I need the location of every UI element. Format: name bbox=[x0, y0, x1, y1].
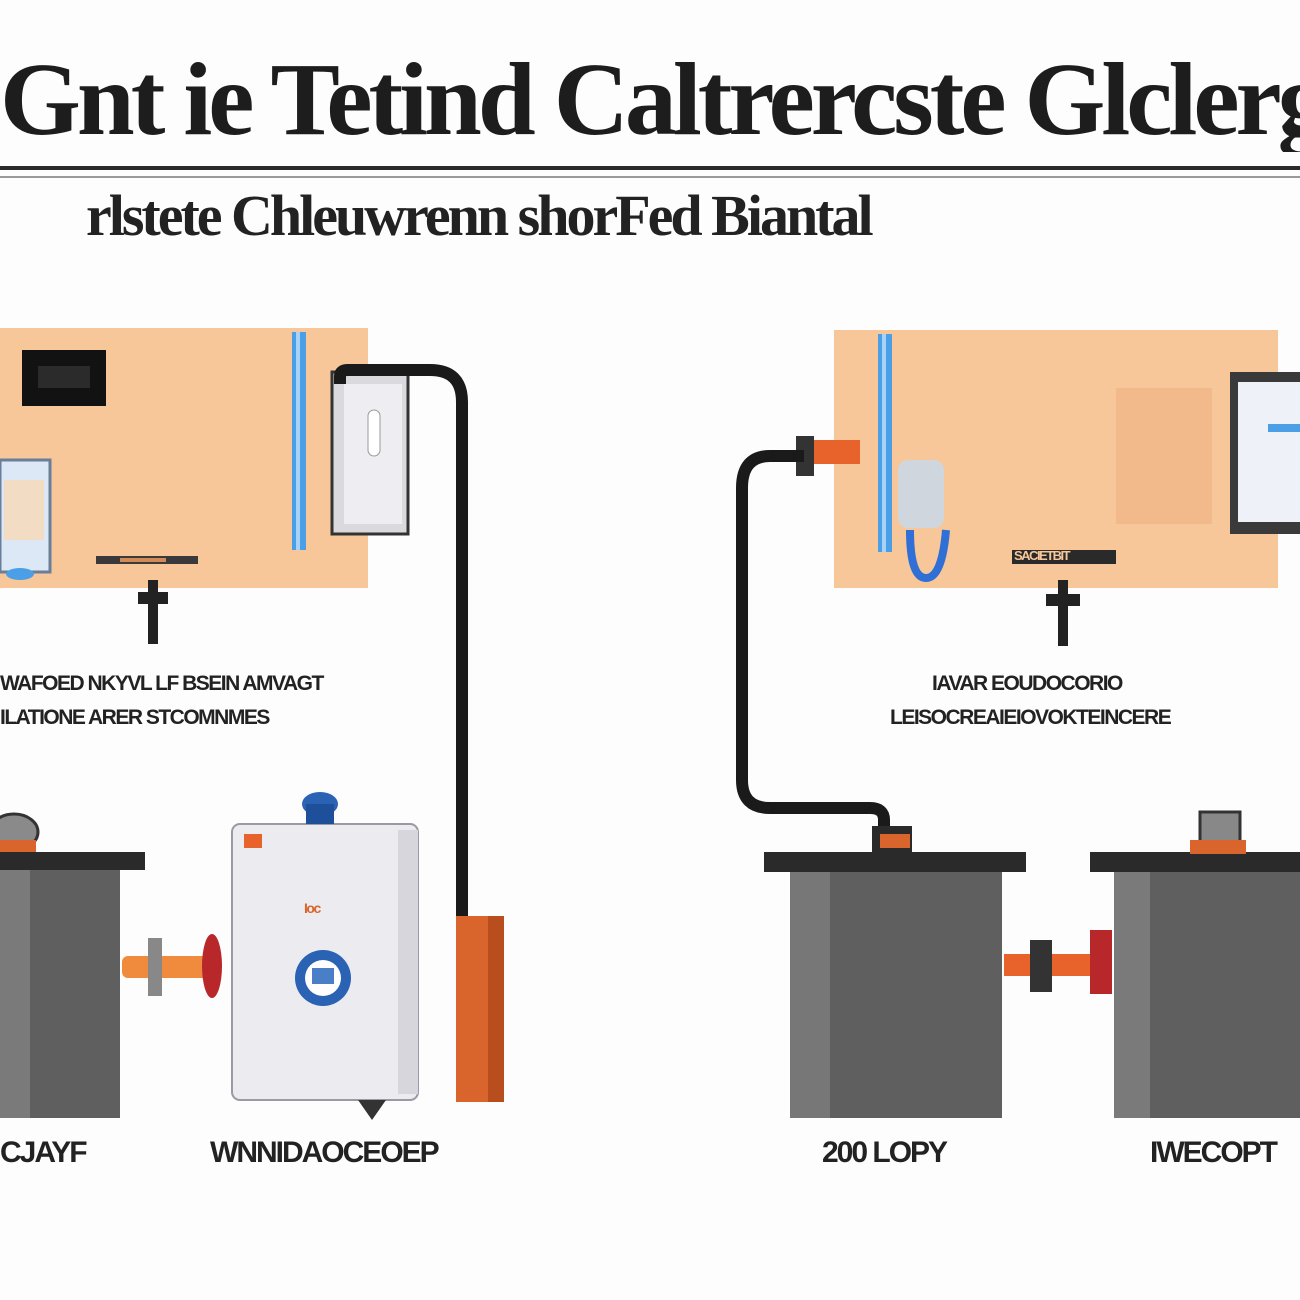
power-plug-icon bbox=[148, 580, 158, 644]
left-caption-line1: WAFOED NKYVL LF BSEIN AMVAGT bbox=[0, 672, 324, 695]
page-subtitle: rlstete Chleuwrenn shorFed Biantal bbox=[86, 183, 874, 248]
right-caption-line2: LEISOCREAIEIOVOKTEINCERE bbox=[890, 706, 1172, 729]
pump-loop-icon bbox=[906, 529, 950, 583]
left-dark-pipe bbox=[334, 364, 468, 930]
heater-badge: Ioc bbox=[304, 900, 321, 916]
right-control-panel bbox=[796, 330, 1300, 646]
panel-tag bbox=[1012, 550, 1116, 564]
water-heater-unit bbox=[231, 792, 419, 1120]
panel-tag-label: SACIETBIT bbox=[1014, 548, 1071, 563]
title-underline bbox=[0, 166, 1300, 170]
heater-label: WNNIDAOCEOEP bbox=[210, 1136, 440, 1169]
right-tank-a-label: 200 LOPY bbox=[822, 1136, 948, 1169]
right-dark-pipe bbox=[736, 450, 890, 836]
right-storage-tank-a bbox=[764, 826, 1026, 1118]
left-tank-label: CJAYF bbox=[0, 1136, 88, 1169]
page-title: Gnt ie Tetind Caltrercste Glclergusfitbc bbox=[0, 48, 1300, 152]
left-control-panel bbox=[0, 328, 410, 644]
right-storage-tank-b bbox=[1090, 810, 1300, 1118]
right-caption-line1: IAVAR EOUDOCORIO bbox=[932, 672, 1123, 695]
left-storage-tank bbox=[0, 812, 145, 1118]
left-connector-valve bbox=[122, 934, 222, 998]
right-power-plug-icon bbox=[1058, 580, 1068, 646]
right-connector-valve bbox=[1004, 930, 1112, 994]
title-underline-thin bbox=[0, 176, 1300, 178]
left-caption-line2: ILATIONE ARER STCOMNMES bbox=[0, 706, 270, 729]
right-tank-b-label: IWECOPT bbox=[1150, 1136, 1278, 1169]
